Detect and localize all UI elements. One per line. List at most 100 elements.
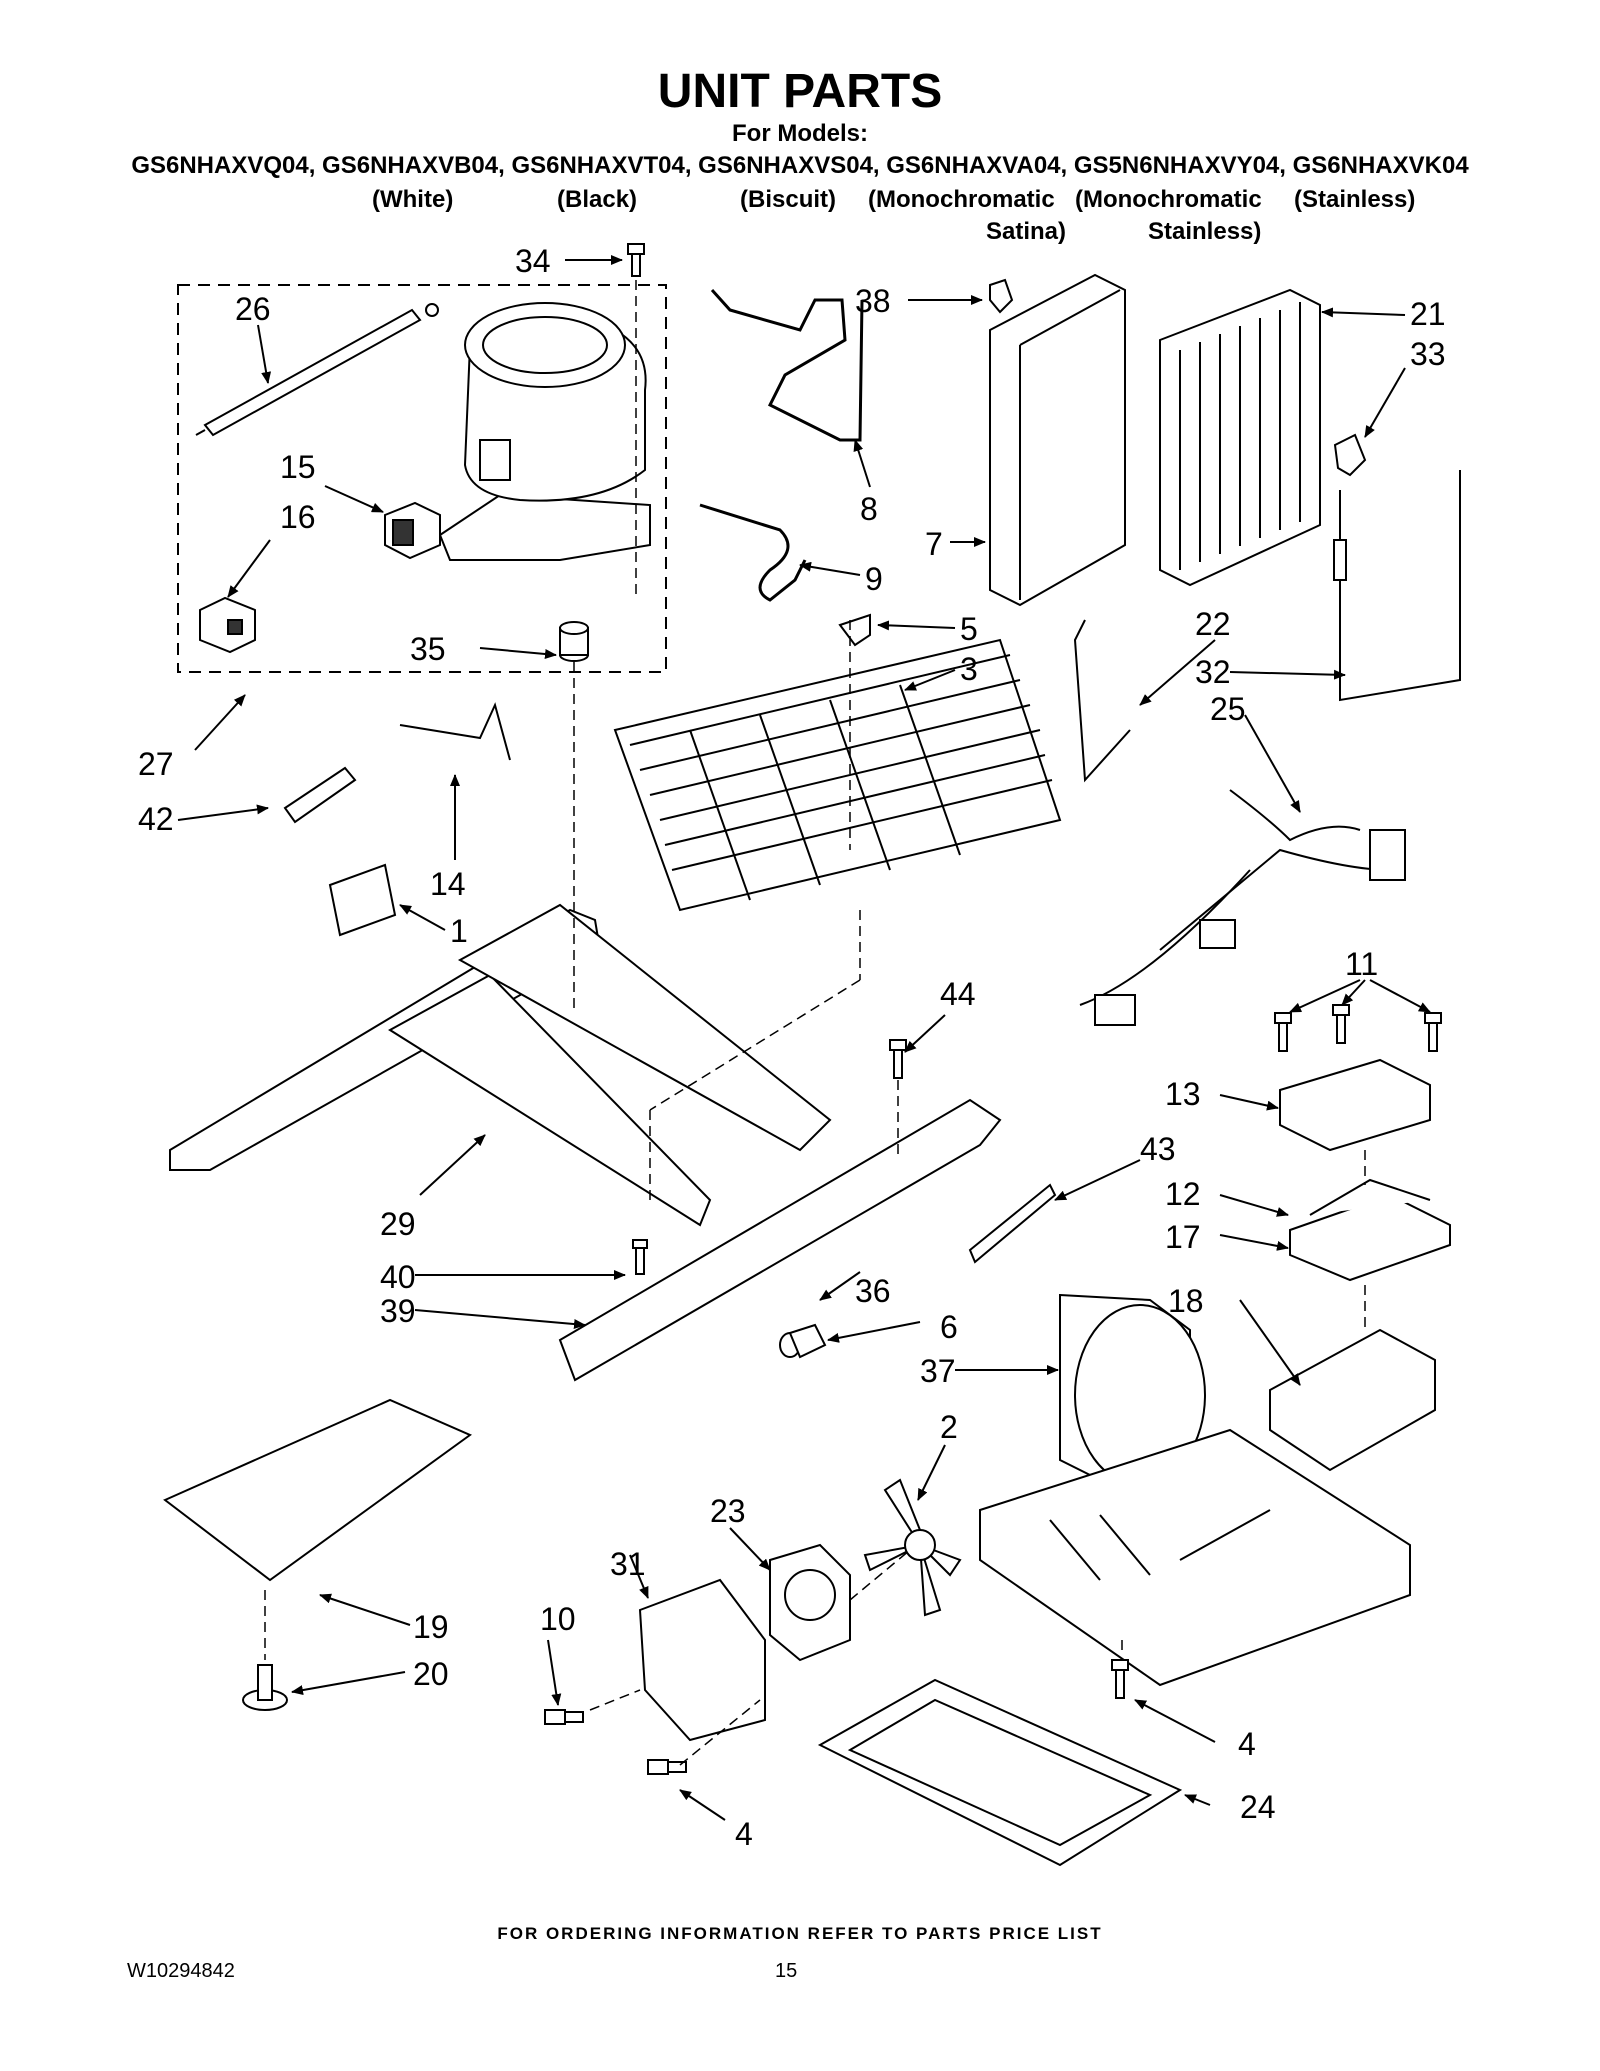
callout-2: 2 bbox=[940, 1409, 958, 1445]
callout-44: 44 bbox=[940, 976, 976, 1012]
page-title: UNIT PARTS bbox=[657, 65, 943, 118]
callout-8: 8 bbox=[860, 491, 878, 527]
part-16-overload bbox=[199, 596, 256, 654]
callout-24: 24 bbox=[1240, 1789, 1276, 1825]
callout-1: 1 bbox=[450, 913, 468, 949]
variant-monochromatic-stainless: (Monochromatic bbox=[1075, 186, 1262, 213]
part-33-clip bbox=[1333, 433, 1367, 477]
callout-21: 21 bbox=[1410, 296, 1446, 332]
callout-25: 25 bbox=[1210, 691, 1246, 727]
part-1-pad bbox=[328, 863, 397, 937]
part-38-clip bbox=[989, 278, 1014, 314]
callout-37: 37 bbox=[920, 1353, 956, 1389]
callout-32: 32 bbox=[1195, 654, 1231, 690]
doc-number: W10294842 bbox=[127, 1960, 235, 1982]
assembly-lines bbox=[264, 280, 1366, 1766]
part-14-wire bbox=[399, 702, 511, 761]
part-2-fan-blade bbox=[863, 1478, 962, 1617]
callout-11: 11 bbox=[1345, 946, 1378, 982]
variant-black: (Black) bbox=[557, 186, 638, 213]
part-12-17-control bbox=[1289, 1178, 1451, 1282]
part-15-relay bbox=[384, 501, 441, 560]
callout-4-bottom: 4 bbox=[735, 1816, 753, 1852]
callout-3: 3 bbox=[960, 651, 978, 687]
callout-27: 27 bbox=[138, 746, 174, 782]
callout-10: 10 bbox=[540, 1601, 576, 1637]
part-18-housing bbox=[1269, 1328, 1436, 1472]
part-36-crossbar bbox=[558, 1098, 1002, 1382]
callout-19: 19 bbox=[413, 1609, 449, 1645]
part-3-evaporator bbox=[613, 638, 1062, 912]
callout-34: 34 bbox=[515, 243, 551, 279]
part-4-screw-lower bbox=[647, 1759, 687, 1775]
part-32-drier bbox=[1333, 470, 1461, 702]
callout-33: 33 bbox=[1410, 336, 1446, 372]
callout-20: 20 bbox=[413, 1656, 449, 1692]
callout-7: 7 bbox=[925, 526, 943, 562]
callout-42: 42 bbox=[138, 801, 174, 837]
models-subtitle: For Models: bbox=[732, 120, 868, 147]
variant-white: (White) bbox=[372, 186, 454, 213]
part-24-drain-pan bbox=[817, 1678, 1183, 1867]
part-26-tube bbox=[195, 303, 439, 437]
part-29-frame bbox=[169, 903, 832, 1227]
part-8-tube bbox=[710, 288, 864, 442]
callout-13: 13 bbox=[1165, 1076, 1201, 1112]
callout-17: 17 bbox=[1165, 1219, 1201, 1255]
part-4-screw-upper bbox=[1111, 1659, 1129, 1699]
ordering-note: FOR ORDERING INFORMATION REFER TO PARTS … bbox=[497, 1924, 1103, 1943]
variant-monochromatic-satina: (Monochromatic bbox=[868, 186, 1055, 213]
callout-38: 38 bbox=[855, 283, 891, 319]
callout-12: 12 bbox=[1165, 1176, 1201, 1212]
part-9-tube bbox=[699, 503, 807, 602]
part-40-screw bbox=[632, 1239, 648, 1275]
callout-22: 22 bbox=[1195, 606, 1231, 642]
callout-40: 40 bbox=[380, 1259, 416, 1295]
variant-monochromatic-satina-line2: Satina) bbox=[986, 218, 1067, 245]
variant-stainless: (Stainless) bbox=[1294, 186, 1416, 213]
part-42-sleeve bbox=[283, 766, 357, 824]
callout-29: 29 bbox=[380, 1206, 416, 1242]
callout-31: 31 bbox=[610, 1546, 646, 1582]
part-13-cover bbox=[1279, 1058, 1431, 1152]
variant-biscuit: (Biscuit) bbox=[740, 186, 836, 213]
callout-39: 39 bbox=[380, 1293, 416, 1329]
callout-18: 18 bbox=[1168, 1283, 1204, 1319]
part-22-wire bbox=[1073, 619, 1131, 783]
callout-43: 43 bbox=[1140, 1131, 1176, 1167]
part-11-screws bbox=[1274, 1004, 1442, 1052]
callout-4-right: 4 bbox=[1238, 1726, 1256, 1762]
part-7-shroud bbox=[989, 273, 1126, 607]
callout-23: 23 bbox=[710, 1493, 746, 1529]
callout-14: 14 bbox=[430, 866, 466, 902]
part-21-condenser bbox=[1159, 288, 1321, 587]
callout-36: 36 bbox=[855, 1273, 891, 1309]
compressor-kit-box bbox=[177, 284, 667, 673]
model-numbers: GS6NHAXVQ04, GS6NHAXVB04, GS6NHAXVT04, G… bbox=[131, 152, 1469, 179]
callout-15: 15 bbox=[280, 449, 316, 485]
part-23-motor bbox=[769, 1543, 851, 1662]
part-19-panel bbox=[163, 1398, 473, 1582]
part-34-bolt bbox=[627, 243, 645, 277]
part-31-bracket bbox=[638, 1578, 766, 1742]
callout-6: 6 bbox=[940, 1309, 958, 1345]
part-20-fastener bbox=[242, 1664, 288, 1711]
part-43-tie bbox=[968, 1183, 1057, 1264]
part-6-plug bbox=[779, 1323, 827, 1359]
part-10-screw bbox=[544, 1709, 584, 1725]
callout-5: 5 bbox=[960, 611, 978, 647]
part-compressor bbox=[438, 302, 651, 561]
callout-9: 9 bbox=[865, 561, 883, 597]
part-base-pan bbox=[979, 1428, 1411, 1687]
part-35-grommet bbox=[559, 621, 589, 662]
part-37-fan-shroud bbox=[1059, 1293, 1206, 1486]
variant-monochromatic-stainless-line2: Stainless) bbox=[1148, 218, 1262, 245]
page-number: 15 bbox=[775, 1960, 798, 1982]
leader-arrows bbox=[177, 255, 1431, 1821]
callout-26: 26 bbox=[235, 291, 271, 327]
part-5-clip bbox=[838, 613, 871, 647]
part-44-screw bbox=[889, 1039, 907, 1079]
callout-16: 16 bbox=[280, 499, 316, 535]
callout-35: 35 bbox=[410, 631, 446, 667]
